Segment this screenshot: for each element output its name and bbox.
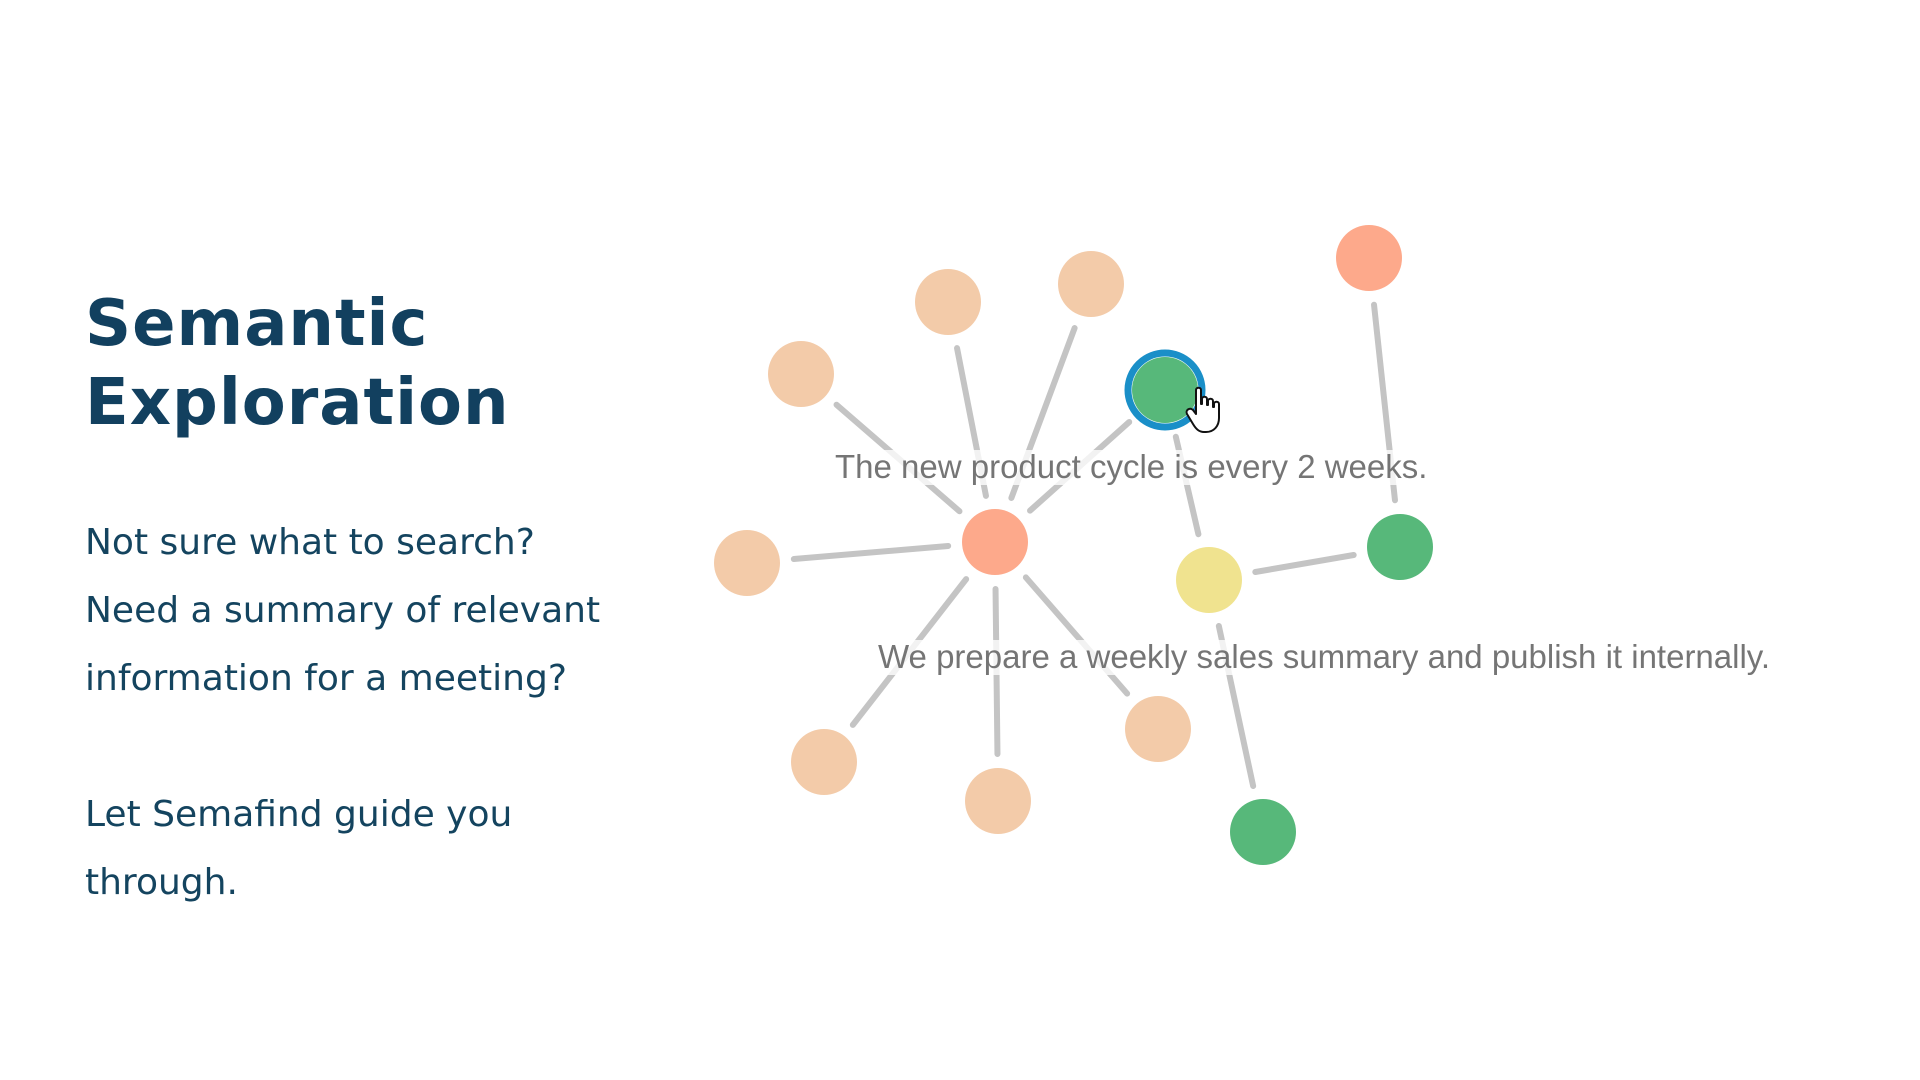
label-top-background — [831, 450, 1432, 485]
graph-nodes — [714, 225, 1433, 865]
intro-line-5: through. — [85, 862, 238, 903]
graph-node-hub[interactable] — [962, 509, 1028, 575]
intro-panel: Semantic Exploration Not sure what to se… — [85, 285, 685, 917]
intro-line-1: Not sure what to search? — [85, 522, 535, 563]
title-line-1: Semantic — [85, 287, 429, 361]
intro-line-4: Let Semafind guide you — [85, 794, 513, 835]
intro-text: Not sure what to search? Need a summary … — [85, 509, 685, 917]
intro-line-2: Need a summary of relevant — [85, 590, 601, 631]
graph-node-sel[interactable] — [1132, 357, 1198, 423]
hand-pointer-icon — [1185, 386, 1220, 433]
node-label-bottom: We prepare a weekly sales summary and pu… — [878, 638, 1770, 675]
page-title: Semantic Exploration — [85, 285, 685, 443]
graph-edge-hub-p-left — [790, 542, 952, 563]
graph-edges — [790, 301, 1398, 790]
graph-edge-yellow-g-right — [1252, 552, 1357, 575]
node-label-top: The new product cycle is every 2 weeks. — [835, 448, 1427, 485]
graph-node-yellow[interactable] — [1176, 547, 1242, 613]
graph-labels: The new product cycle is every 2 weeks. … — [831, 448, 1775, 675]
graph-edge-hub-p-br — [1022, 574, 1131, 697]
graph-node-p-top1[interactable] — [915, 269, 981, 335]
graph-node-p-bot[interactable] — [965, 768, 1031, 834]
title-line-2: Exploration — [85, 366, 510, 440]
graph-node-p-ll[interactable] — [791, 729, 857, 795]
graph-node-p-br[interactable] — [1125, 696, 1191, 762]
graph-node-s-top[interactable] — [1336, 225, 1402, 291]
intro-line-3: information for a meeting? — [85, 658, 567, 699]
graph-node-g-bot[interactable] — [1230, 799, 1296, 865]
graph-node-p-left[interactable] — [714, 530, 780, 596]
graph-node-p-top2[interactable] — [1058, 251, 1124, 317]
graph-node-p-ul[interactable] — [768, 341, 834, 407]
graph-node-g-right[interactable] — [1367, 514, 1433, 580]
label-bottom-background — [874, 640, 1775, 675]
